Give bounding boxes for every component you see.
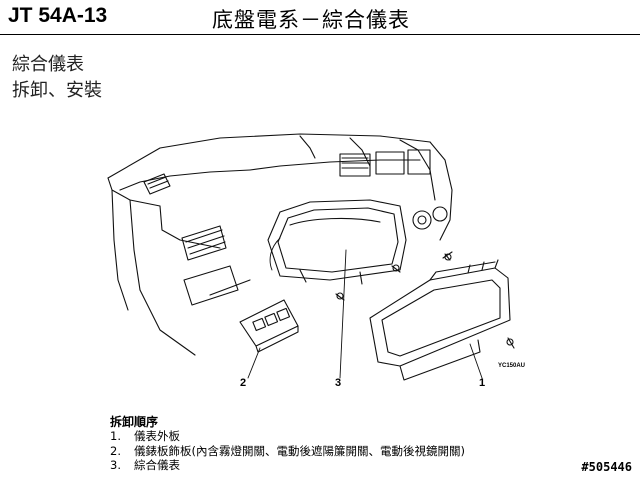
callout-2: 2: [240, 377, 246, 389]
switch-panel: [239, 299, 299, 353]
section-title: 綜合儀表: [12, 54, 84, 75]
callout-3: 3: [335, 377, 341, 389]
callout-1: 1: [479, 377, 485, 389]
header-code: JT 54A-13: [8, 4, 108, 27]
figure-code: YC150AU: [498, 363, 525, 369]
lower-panel: [139, 265, 251, 356]
cluster-housing: [267, 199, 407, 285]
dashboard-outline: [107, 133, 453, 311]
header-rule: [0, 34, 640, 35]
procedure-step: 1.儀表外板: [110, 429, 180, 443]
procedure-step: 2.儀錶板飾板(內含霧燈開關、電動後遮陽簾開關、電動後視鏡開關): [110, 443, 465, 458]
procedure-title: 拆卸順序: [110, 415, 159, 429]
document-id: #505446: [581, 460, 632, 474]
header-title: 底盤電系－綜合儀表: [212, 8, 410, 32]
instrument-panel-diagram: 2 3 1 YC150AU: [107, 133, 525, 389]
procedure-steps: 1.儀表外板 2.儀錶板飾板(內含霧燈開關、電動後遮陽簾開關、電動後視鏡開關) …: [110, 429, 465, 473]
section-subtitle: 拆卸、安裝: [12, 80, 102, 101]
procedure-step: 3.綜合儀表: [110, 458, 180, 472]
screws: [335, 251, 515, 349]
leader-lines: [247, 237, 483, 379]
top-vents: [339, 149, 431, 177]
left-air-vent: [143, 173, 227, 261]
right-knobs: [412, 206, 448, 230]
cluster-cover: [369, 259, 511, 381]
